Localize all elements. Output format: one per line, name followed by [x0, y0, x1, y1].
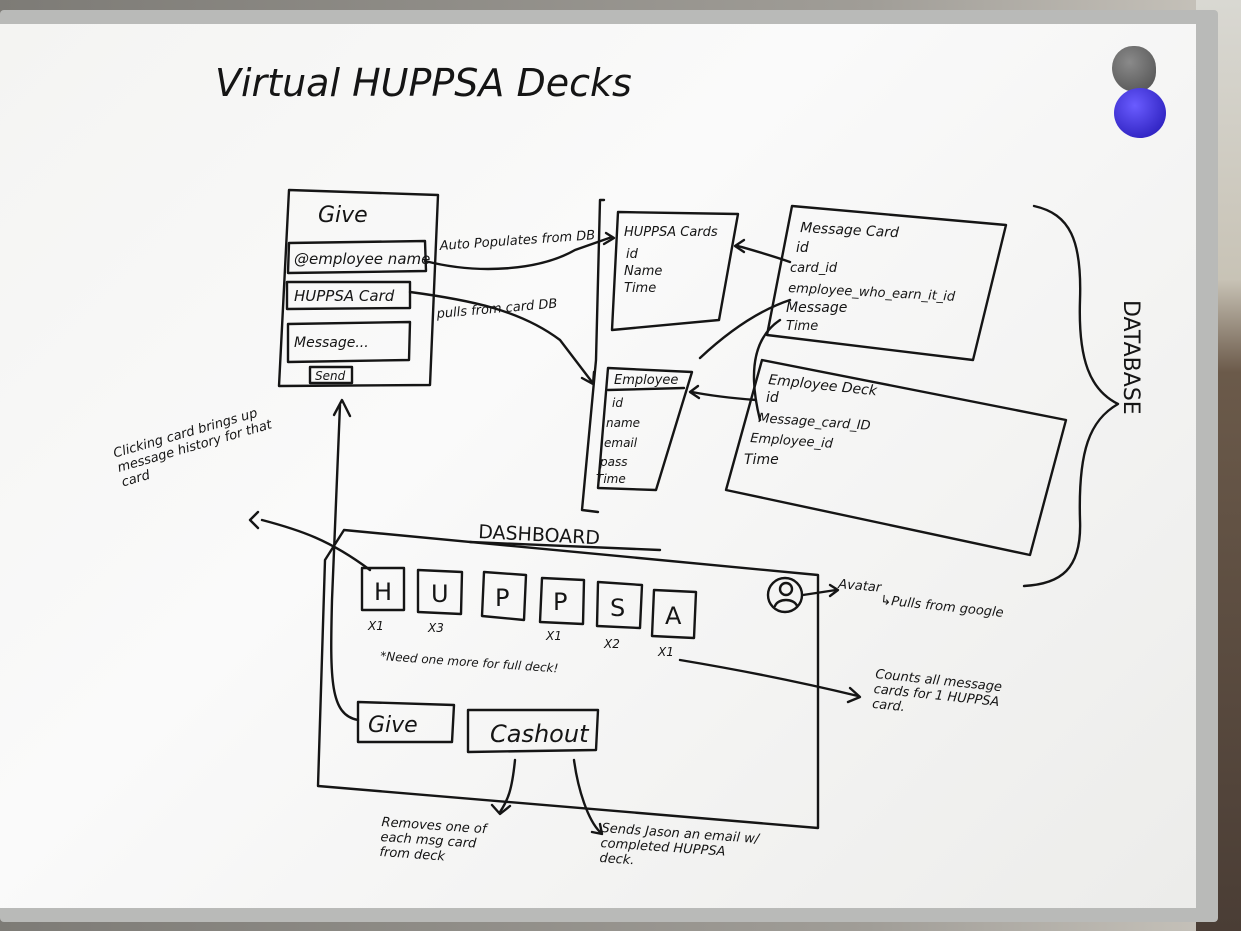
note-auto-populates: Auto Populates from DB — [438, 228, 596, 254]
card-letter: H — [374, 578, 392, 606]
card-letter: S — [610, 594, 625, 622]
arrowhead — [332, 398, 352, 418]
table-employee-title: Employee — [614, 373, 678, 388]
cashout-button-label: Cashout — [490, 720, 590, 748]
note-avatar: Avatar — [837, 577, 884, 596]
table-employee-deck-field: Time — [744, 452, 779, 468]
arrow-cashout-removes — [498, 758, 517, 814]
dashboard-card[interactable]: S X2 — [595, 580, 644, 651]
send-button-label: Send — [315, 369, 346, 383]
database-right-brace — [1022, 204, 1120, 588]
dashboard-title-underline — [468, 540, 662, 552]
table-huppsa-cards — [610, 210, 740, 332]
arrow-give-to-widget — [330, 403, 360, 722]
card-count: X1 — [545, 629, 562, 643]
database-label: DATABASE — [1118, 300, 1143, 415]
table-message-card-field: card_id — [790, 261, 838, 276]
dashboard-card[interactable]: U X3 — [416, 568, 464, 635]
arrowhead — [248, 510, 260, 530]
card-field[interactable] — [285, 280, 412, 311]
cashout-button-frame[interactable] — [466, 708, 600, 754]
table-huppsa-cards-title: HUPPSA Cards — [624, 225, 718, 240]
avatar-icon[interactable] — [766, 576, 804, 614]
message-field[interactable] — [286, 320, 412, 364]
table-message-card — [765, 204, 1008, 362]
arrowhead — [846, 686, 862, 704]
table-employee-deck-field: id — [766, 390, 779, 406]
arrowhead — [733, 238, 746, 254]
arrow-card-to-employee — [408, 290, 594, 384]
give-button-frame[interactable] — [356, 700, 456, 744]
table-huppsa-cards-field: id — [626, 247, 639, 262]
send-button[interactable] — [308, 365, 354, 385]
table-message-card-field: Time — [786, 319, 818, 334]
arrowhead — [828, 583, 840, 598]
arrow-cashout-sends — [572, 758, 602, 834]
arrow-employee-to-db — [423, 235, 614, 271]
note-need-one-more: *Need one more for full deck! — [380, 649, 559, 675]
card-letter: P — [495, 584, 509, 612]
arrowhead — [688, 384, 701, 400]
arrow-count — [678, 658, 860, 698]
arrowhead — [590, 822, 604, 836]
table-employee-deck-title: Employee Deck — [768, 372, 879, 399]
card-count: X2 — [603, 637, 620, 651]
database-left-bracket — [580, 198, 606, 514]
table-employee-field: pass — [599, 455, 627, 469]
table-employee-field: Time — [596, 472, 626, 486]
gray-magnet-icon — [1112, 46, 1156, 92]
card-count: X1 — [367, 619, 384, 633]
dashboard-frame — [316, 528, 820, 830]
table-employee-field: email — [604, 436, 638, 450]
table-employee-field: name — [606, 416, 640, 430]
card-field-text: HUPPSA Card — [294, 287, 395, 305]
arrowhead — [490, 803, 512, 816]
table-message-card-field: Message — [786, 300, 847, 316]
dashboard-card[interactable]: H X1 — [360, 566, 406, 633]
arrow-avatar — [801, 588, 838, 597]
blue-magnet-icon — [1114, 88, 1166, 138]
table-message-card-title: Message Card — [800, 220, 900, 241]
message-field-text: Message... — [294, 335, 369, 351]
give-widget-frame — [277, 188, 440, 388]
arrow-clicking-card — [260, 518, 372, 572]
relation-message-to-employee — [698, 298, 792, 360]
table-employee-divider — [606, 386, 686, 392]
table-employee-deck-field: Message_card_ID — [758, 411, 871, 434]
board-title: Virtual HUPPSA Decks — [215, 61, 632, 105]
relation-deck-to-employee — [690, 390, 758, 402]
card-count: X3 — [427, 621, 444, 635]
dashboard-card[interactable]: A X1 — [650, 588, 698, 659]
employee-field[interactable] — [286, 239, 428, 275]
table-employee — [596, 366, 694, 492]
give-widget-heading: Give — [318, 203, 368, 228]
table-employee-deck-field: Employee_id — [750, 431, 834, 452]
table-employee-field: id — [612, 396, 623, 410]
card-letter: P — [553, 588, 567, 616]
employee-field-text: @employee name — [294, 250, 430, 268]
relation-deck-to-message — [752, 318, 782, 422]
card-count: X1 — [657, 645, 674, 659]
card-letter: U — [431, 580, 449, 608]
note-removes-one: Removes one of each msg card from deck — [378, 815, 487, 865]
arrowhead — [602, 231, 616, 246]
dashboard-card[interactable]: P — [480, 570, 528, 622]
card-letter: A — [665, 602, 682, 630]
table-huppsa-cards-field: Time — [624, 281, 656, 296]
note-avatar-source: ↳Pulls from google — [880, 593, 1005, 621]
relation-message-to-huppsa — [736, 244, 792, 264]
table-message-card-field: id — [796, 240, 809, 256]
table-employee-deck — [724, 358, 1068, 557]
whiteboard — [0, 24, 1196, 908]
give-button-label: Give — [368, 713, 418, 738]
table-huppsa-cards-field: Name — [624, 264, 662, 279]
dashboard-card[interactable]: P X1 — [538, 576, 586, 643]
